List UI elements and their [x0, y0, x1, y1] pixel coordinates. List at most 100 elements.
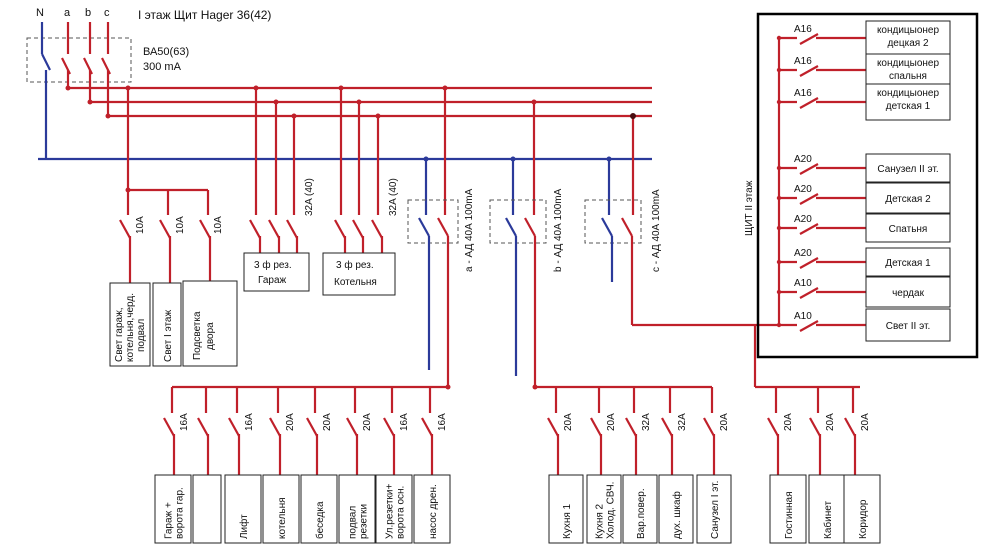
- load-label: 3 ф рез.: [336, 259, 374, 271]
- main-breaker-label: ВА50(63): [143, 46, 189, 58]
- load-label: Коридор: [858, 499, 869, 539]
- breaker-rating: 20A: [606, 413, 617, 431]
- load-label: Санузел I эт.: [710, 481, 721, 539]
- breaker-rating: 32A: [677, 413, 688, 431]
- load-box: [865, 53, 951, 87]
- rcd-b-frame: [489, 199, 547, 244]
- load-label: котельня: [277, 497, 288, 539]
- load-box: [865, 182, 951, 214]
- load-label: ворота гар.: [175, 487, 186, 539]
- load-box: [154, 474, 192, 544]
- light-breaker-3-rating: 10A: [213, 216, 224, 234]
- load-box: [865, 83, 951, 121]
- load-label: Свет II эт.: [886, 321, 930, 332]
- load-label: Котельня: [334, 277, 377, 288]
- load-box: [192, 474, 222, 544]
- load-box: [865, 153, 951, 183]
- main-breaker-rating: 300 mA: [143, 61, 182, 73]
- garage-3ph-rating: 32A (40): [304, 178, 315, 216]
- phase-label-c: c: [104, 7, 110, 19]
- load-label: Кабинет: [822, 501, 834, 539]
- load-box: [622, 474, 658, 544]
- load-box: [865, 20, 951, 56]
- load-box: [548, 474, 584, 544]
- breaker-rating: A20: [794, 154, 812, 165]
- breaker-rating: A16: [794, 24, 812, 35]
- load-label: кондицыонер: [877, 88, 940, 99]
- load-label: двора: [205, 322, 216, 350]
- load-label: Детская 2: [885, 194, 931, 205]
- breaker-rating: A16: [794, 88, 812, 99]
- second-floor-frame: [756, 12, 979, 359]
- load-label: Кухня 2: [595, 503, 606, 539]
- breaker-rating: 20A: [285, 413, 296, 431]
- load-label: Гостинная: [784, 492, 795, 540]
- load-label: Гараж +: [164, 502, 175, 539]
- load-box-light-garage: [109, 282, 151, 367]
- load-box-light-floor1: [152, 282, 182, 367]
- load-label: кондицыонер: [877, 58, 940, 69]
- breaker-rating: 20A: [860, 413, 871, 431]
- load-box: [865, 247, 951, 277]
- load-box: [413, 474, 451, 544]
- load-label: подвал: [348, 506, 359, 539]
- breaker-rating: A20: [794, 184, 812, 195]
- breaker-rating: 20A: [362, 413, 373, 431]
- load-label: резетки: [359, 504, 370, 539]
- load-box-garage-3ph: [243, 252, 310, 292]
- load-label: Свет I этаж: [163, 310, 174, 362]
- load-label: Ул.резетки+: [385, 484, 396, 539]
- group-a: 16A Гараж +ворота гар. 16A Лифт 20A котельня 2…: [154, 384, 451, 544]
- breaker-rating: A20: [794, 248, 812, 259]
- load-label: Лифт: [238, 514, 250, 539]
- second-floor-title: ЩИТ II этаж: [744, 180, 755, 236]
- load-label: детская 1: [886, 101, 931, 112]
- load-label: Детская 1: [885, 258, 931, 269]
- breaker-rating: A10: [794, 278, 812, 289]
- load-box: [808, 474, 846, 544]
- load-label: Спатьня: [889, 224, 928, 235]
- load-label: Кухня 1: [562, 503, 573, 539]
- load-label: котельня,черд.: [125, 293, 136, 362]
- header: I этаж Щит Hager 36(42) N a b c ВА50(63)…: [36, 7, 271, 73]
- load-label: насос дрен.: [428, 484, 439, 539]
- busbars: [38, 85, 652, 161]
- load-label: Холод. СВЧ.: [606, 482, 617, 539]
- breaker-rating: 20A: [719, 413, 730, 431]
- load-label: ворота осн.: [396, 486, 407, 539]
- load-box-yard-light: [182, 280, 238, 367]
- breaker-rating: 20A: [563, 413, 574, 431]
- three-phase-boiler: 32A (40) 3 ф рез. Котельня: [322, 85, 399, 296]
- breaker-rating: A16: [794, 56, 812, 67]
- load-box: [865, 276, 951, 308]
- load-box: [375, 474, 413, 544]
- rcd-c: c - АД 40А 100mA: [584, 113, 779, 327]
- rcd-b-label: b - АД 40А 100mA: [553, 188, 564, 272]
- rcd-b: b - АД 40А 100mA: [489, 99, 564, 387]
- load-label: 3 ф рез.: [254, 259, 292, 271]
- breaker-rating: 16A: [399, 413, 410, 431]
- load-box: [696, 474, 732, 544]
- breaker-rating: A20: [794, 214, 812, 225]
- load-box: [658, 474, 694, 544]
- load-label: дух. шкаф: [671, 491, 683, 539]
- main-breaker-frame: [26, 37, 132, 83]
- load-label: Гараж: [258, 275, 287, 286]
- load-label: Санузел II эт.: [877, 164, 938, 175]
- load-label: чердак: [892, 288, 925, 299]
- breaker-rating: 16A: [179, 413, 190, 431]
- load-box: [224, 474, 262, 544]
- load-label: спальня: [889, 71, 927, 82]
- load-box: [586, 474, 622, 544]
- light-breakers: 10A 10A 10A Свет гараж, котельня,черд. п…: [109, 85, 238, 367]
- breaker-rating: 16A: [437, 413, 448, 431]
- load-box: [300, 474, 338, 544]
- breaker-rating: 16A: [244, 413, 255, 431]
- load-box: [769, 474, 807, 544]
- load-label: Свет гараж,: [114, 307, 125, 362]
- load-label: кондицыонер: [877, 25, 940, 36]
- breaker-rating: 20A: [783, 413, 794, 431]
- load-label: подвал: [136, 319, 147, 352]
